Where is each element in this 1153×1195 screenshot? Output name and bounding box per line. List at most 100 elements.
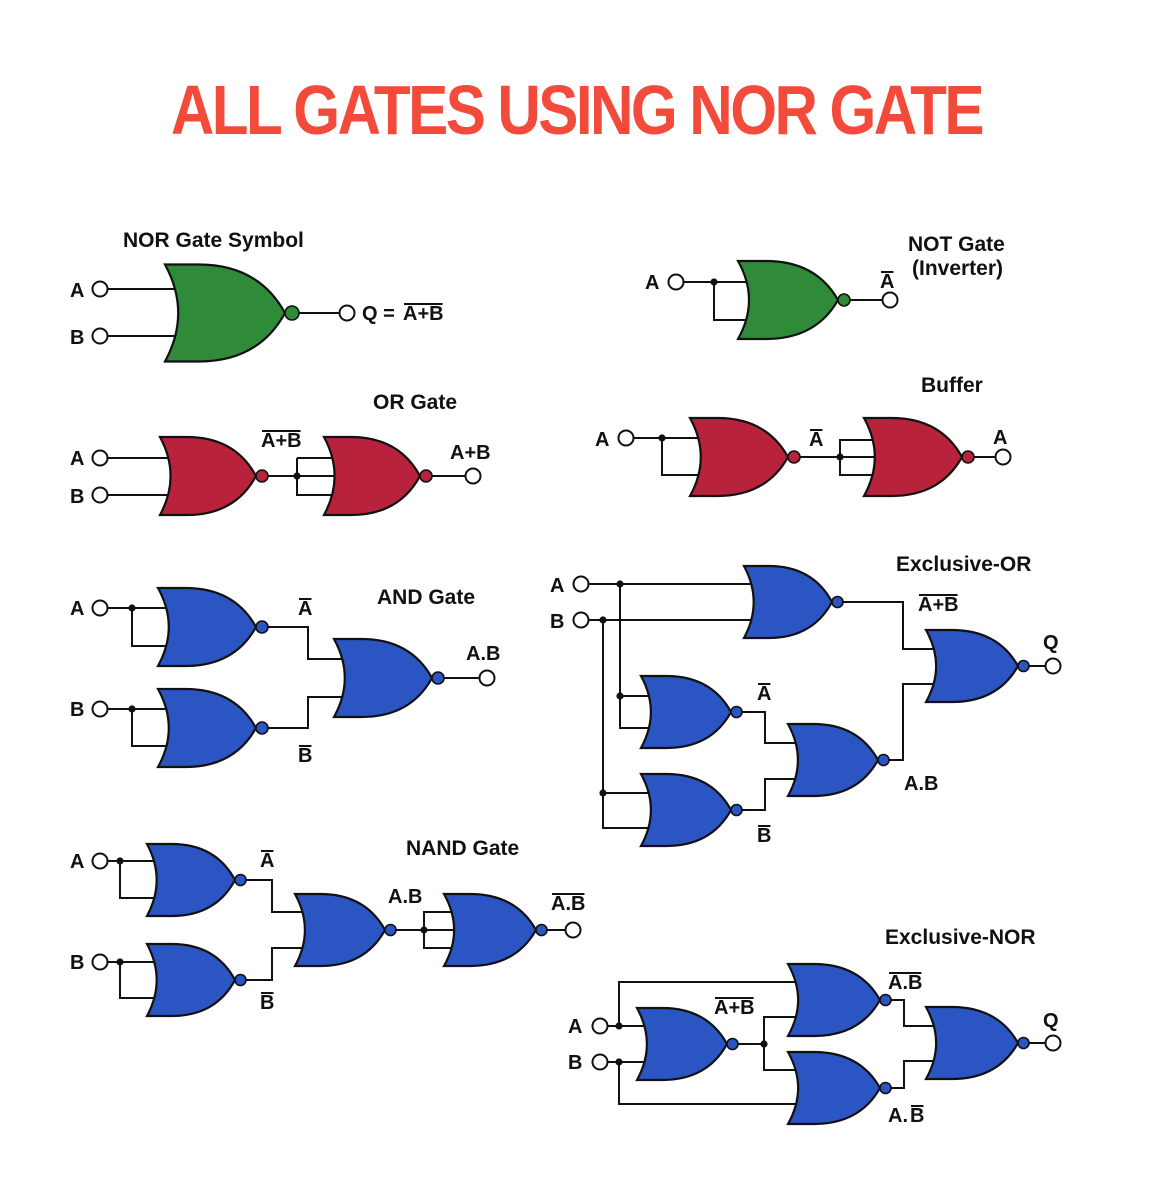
xnor-gate-input-b: B bbox=[568, 1052, 582, 1074]
junction-dot bbox=[128, 604, 136, 612]
terminal-icon bbox=[572, 611, 590, 629]
inverter-bubble bbox=[1017, 1036, 1030, 1050]
wire bbox=[602, 620, 652, 829]
junction-dot bbox=[116, 958, 124, 966]
buffer-input-a: A bbox=[595, 429, 609, 451]
junction-dot bbox=[836, 453, 844, 461]
wire bbox=[839, 439, 876, 457]
and-gate-title: AND Gate bbox=[377, 586, 475, 609]
nor-gate-icon bbox=[156, 586, 258, 668]
wire bbox=[891, 1060, 938, 1089]
wire bbox=[246, 947, 306, 981]
junction-dot bbox=[760, 1040, 768, 1048]
and-gate-input-b: B bbox=[70, 699, 84, 721]
not-gate-output-bar: A bbox=[880, 271, 894, 293]
wire bbox=[763, 1044, 800, 1071]
inverter-bubble bbox=[879, 1081, 892, 1095]
terminal-icon bbox=[91, 599, 109, 617]
nor-gate-icon bbox=[786, 722, 880, 798]
inverter-bubble bbox=[255, 721, 269, 735]
xnor-gate-bottom-bar: B bbox=[910, 1105, 924, 1127]
terminal-icon bbox=[667, 273, 685, 291]
inverter-bubble bbox=[730, 705, 743, 719]
nor-gate-icon bbox=[293, 892, 387, 968]
nor-gate-icon bbox=[639, 674, 733, 750]
junction-dot bbox=[293, 472, 301, 480]
terminal-icon bbox=[91, 327, 109, 345]
nor-gate-icon bbox=[862, 416, 964, 498]
or-gate-mid-bar: A+B bbox=[261, 430, 302, 452]
wire bbox=[742, 778, 800, 811]
wire bbox=[889, 683, 938, 761]
junction-dot bbox=[420, 926, 428, 934]
inverter-bubble bbox=[255, 620, 269, 634]
nand-gate-title: NAND Gate bbox=[406, 837, 519, 860]
nand-gate-mid-b-bar: B bbox=[260, 992, 274, 1014]
wire bbox=[131, 709, 170, 747]
junction-dot bbox=[658, 434, 666, 442]
wire bbox=[763, 1016, 800, 1044]
nor-gate-icon bbox=[688, 416, 790, 498]
terminal-icon bbox=[91, 852, 109, 870]
wire bbox=[843, 601, 938, 650]
gates bbox=[145, 259, 1030, 1126]
terminal-icon bbox=[91, 280, 109, 298]
inverter-bubble bbox=[726, 1037, 739, 1051]
inverter-bubble bbox=[730, 803, 743, 817]
xor-gate-mid-a-bar: A bbox=[757, 683, 771, 705]
nor-gate-icon bbox=[786, 1050, 882, 1126]
wire bbox=[296, 476, 336, 496]
wire bbox=[713, 282, 749, 321]
junction-dot bbox=[616, 692, 624, 700]
terminal-icon bbox=[591, 1053, 609, 1071]
inverter-bubble bbox=[384, 923, 397, 937]
terminal-icon bbox=[338, 304, 356, 322]
not-gate-input-a: A bbox=[645, 272, 659, 294]
xor-gate-output: Q bbox=[1043, 632, 1059, 654]
wire bbox=[618, 1062, 800, 1105]
or-gate-title: OR Gate bbox=[373, 391, 457, 414]
inverter-bubble bbox=[419, 469, 433, 483]
wire bbox=[839, 457, 876, 476]
junction-dot bbox=[616, 580, 624, 588]
wire bbox=[131, 608, 170, 647]
inverter-bubble bbox=[877, 753, 890, 767]
overbars bbox=[261, 271, 958, 1107]
inverter-bubble bbox=[1017, 659, 1030, 673]
or-gate-input-b: B bbox=[70, 486, 84, 508]
wires bbox=[107, 281, 1046, 1105]
terminal-icon bbox=[91, 700, 109, 718]
and-gate-input-a: A bbox=[70, 598, 84, 620]
inverter-bubble bbox=[837, 293, 851, 307]
junction-dot bbox=[599, 616, 607, 624]
wire bbox=[618, 981, 800, 1026]
xor-gate-input-b: B bbox=[550, 611, 564, 633]
terminal-icon bbox=[91, 486, 109, 504]
nor-symbol-output-bar: A+B bbox=[403, 303, 444, 325]
nand-gate-output-bar: A.B bbox=[551, 893, 585, 915]
terminal-icon bbox=[478, 669, 496, 687]
nand-gate-and-output: A.B bbox=[388, 886, 422, 908]
inverter-bubble bbox=[431, 671, 445, 685]
inverter-bubble bbox=[234, 973, 247, 987]
and-gate-mid-b-bar: B bbox=[298, 745, 312, 767]
buffer-title: Buffer bbox=[921, 374, 983, 397]
not-gate-title: NOT Gate bbox=[908, 233, 1005, 256]
wire bbox=[119, 962, 158, 999]
inverter-bubble bbox=[879, 993, 892, 1007]
junction-dot bbox=[615, 1058, 623, 1066]
not-gate-subtitle: (Inverter) bbox=[912, 257, 1003, 280]
nor-gate-icon bbox=[158, 435, 258, 517]
xor-gate-title: Exclusive-OR bbox=[896, 553, 1031, 576]
and-gate-output: A.B bbox=[466, 643, 500, 665]
terminal-icon bbox=[881, 291, 899, 309]
and-gate-mid-a-bar: A bbox=[298, 598, 312, 620]
nor-symbol-title: NOR Gate Symbol bbox=[123, 229, 304, 252]
terminal-icon bbox=[91, 953, 109, 971]
xor-gate-mid-b-bar: B bbox=[757, 825, 771, 847]
wire bbox=[619, 696, 652, 729]
or-gate-input-a: A bbox=[70, 448, 84, 470]
nor-gate-icon bbox=[736, 259, 840, 341]
nor-gate-icon bbox=[145, 842, 237, 918]
